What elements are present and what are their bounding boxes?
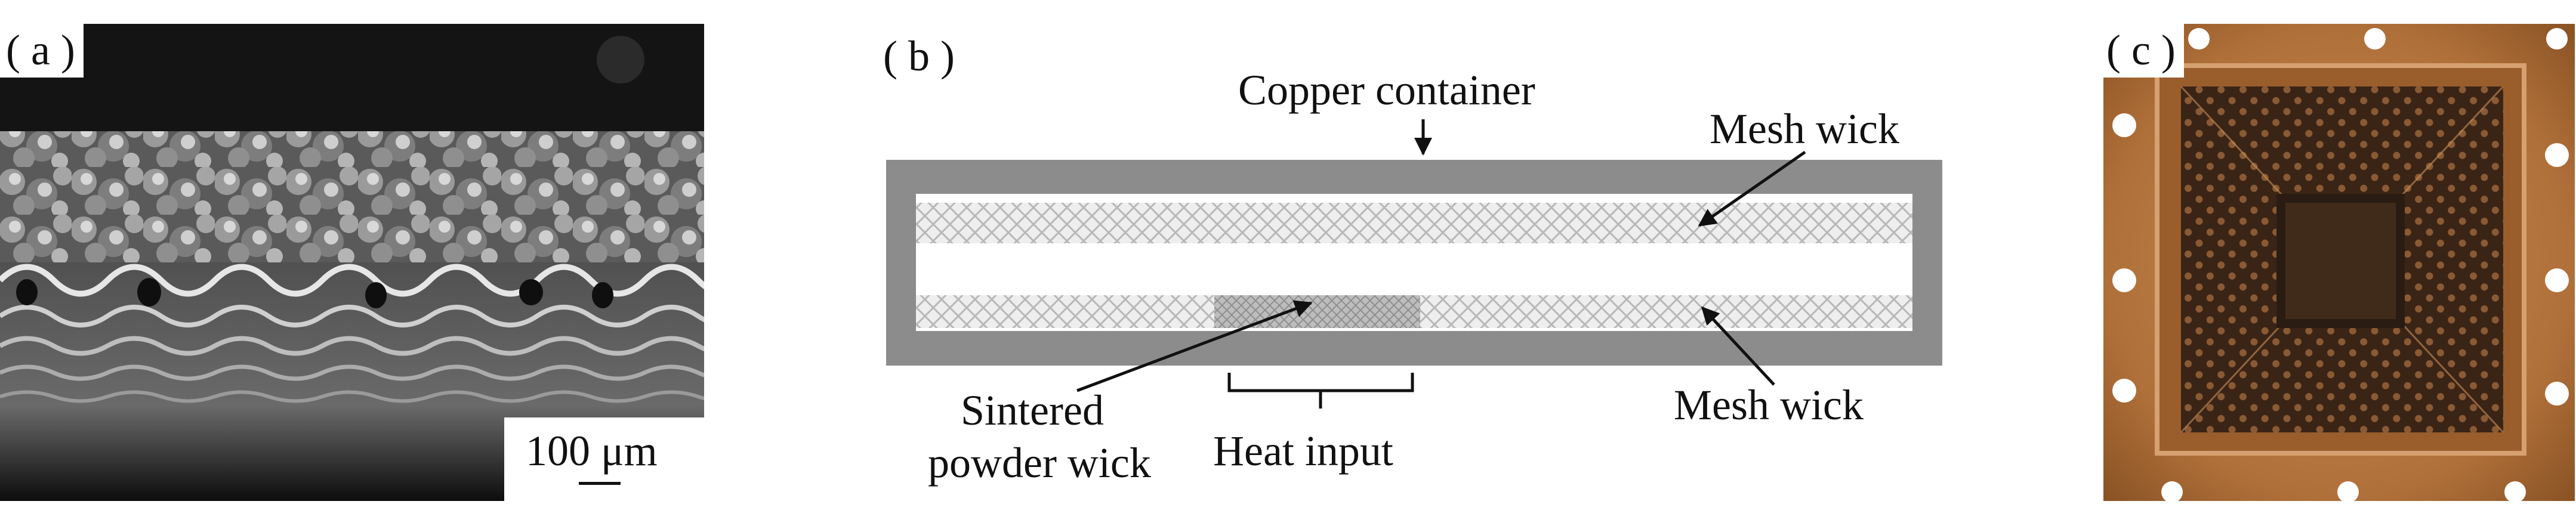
sintered-label-line2: powder wick (928, 439, 1151, 487)
top-mesh-wick (916, 203, 1912, 243)
scale-bar: 100 μm (504, 417, 704, 501)
panel-a-label: ( a ) (0, 24, 84, 78)
scale-bar-line (579, 482, 621, 485)
panel-c-label: ( c ) (2100, 24, 2184, 78)
panel-c: ( c ) (2100, 24, 2576, 503)
panel-b-label: ( b ) (883, 30, 963, 83)
mesh-wick-top-label: Mesh wick (1710, 105, 1899, 153)
panel-a: ( a ) 100 μm (0, 24, 754, 501)
mesh-wick-bottom-arrow (1701, 306, 1775, 386)
mesh-wick-top-arrow (1698, 150, 1806, 227)
sem-micrograph (0, 24, 754, 501)
copper-container-label: Copper container (1238, 66, 1535, 114)
panel-b: ( b ) Copper container M (883, 24, 1981, 527)
vapor-chamber-photo (2100, 24, 2576, 503)
mesh-wick-bottom-label: Mesh wick (1674, 381, 1864, 429)
sintered-label-line1: Sintered (961, 386, 1104, 434)
sintered-arrow (1076, 300, 1313, 392)
scale-bar-label: 100 μm (526, 427, 658, 475)
sintered-powder-wick (1214, 295, 1420, 328)
heat-input-bracket (1227, 373, 1414, 409)
heat-input-label: Heat input (1213, 427, 1393, 475)
bolt-holes (2112, 28, 2569, 503)
heat-pipe-diagram: Copper container Mesh wick Mesh wick Sin… (886, 66, 1942, 487)
